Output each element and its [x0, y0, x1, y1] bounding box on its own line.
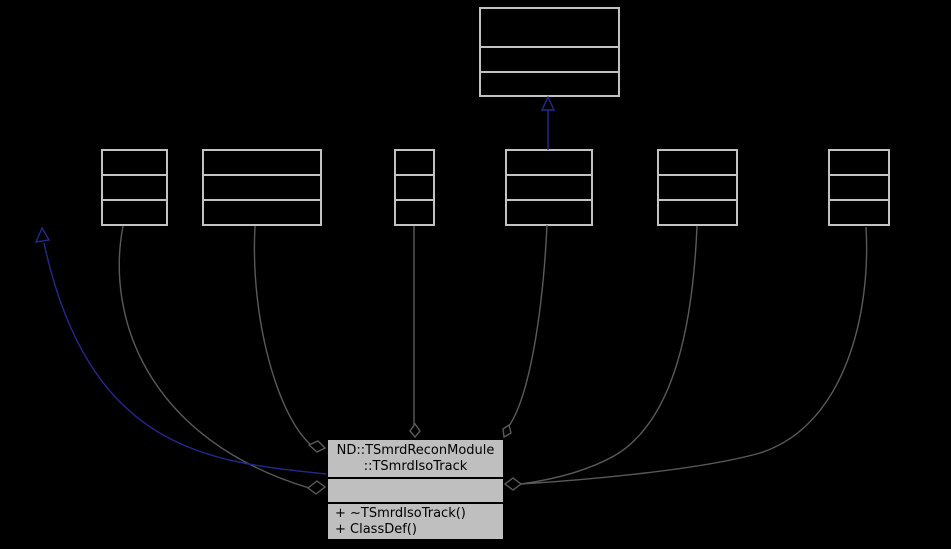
collab-node-2-name-compartment — [204, 151, 320, 174]
inheritance-arrowhead-base — [540, 95, 556, 111]
collab-node-6[interactable] — [828, 149, 890, 226]
aggregation-diamond-2 — [307, 440, 327, 453]
collab-node-6-name-compartment — [830, 151, 888, 174]
aggregation-edge-4 — [508, 224, 548, 427]
main-class-name-line1: ND::TSmrdReconModule — [336, 443, 495, 458]
main-class-attributes-compartment — [328, 477, 503, 502]
main-class-method-dtor: + ~TSmrdIsoTrack() — [335, 506, 466, 521]
collab-node-4-attributes-compartment — [507, 174, 591, 199]
collab-node-4-methods-compartment — [507, 199, 591, 224]
collab-node-3-methods-compartment — [396, 199, 433, 224]
collab-node-3-attributes-compartment — [396, 174, 433, 199]
aggregation-edge-1 — [118, 225, 310, 489]
aggregation-diamond-5 — [503, 477, 523, 491]
collab-node-5-name-compartment — [659, 151, 736, 174]
collab-node-5-attributes-compartment — [659, 174, 736, 199]
collab-node-6-methods-compartment — [830, 199, 888, 224]
collab-node-3-name-compartment — [396, 151, 433, 174]
collab-node-1-methods-compartment — [103, 199, 166, 224]
collab-node-4[interactable] — [505, 149, 593, 226]
aggregation-diamond-1 — [306, 480, 327, 495]
collab-node-2[interactable] — [202, 149, 322, 226]
collab-node-4-name-compartment — [507, 151, 591, 174]
aggregation-edge-5 — [520, 225, 698, 485]
inheritance-arrowhead-left — [34, 226, 51, 243]
collab-node-1-name-compartment — [103, 151, 166, 174]
collab-node-1[interactable] — [101, 149, 168, 226]
base-class-name-compartment — [481, 9, 618, 46]
base-class-attributes-compartment — [481, 46, 618, 71]
base-class-node[interactable] — [479, 7, 620, 97]
main-class-name-line2: ::TSmrdIsoTrack — [363, 459, 468, 474]
main-class-name-compartment: ND::TSmrdReconModule ::TSmrdIsoTrack — [328, 440, 503, 477]
collab-node-5[interactable] — [657, 149, 738, 226]
main-class-methods-compartment: + ~TSmrdIsoTrack() + ClassDef() — [328, 502, 503, 539]
main-class-method-classdef: + ClassDef() — [335, 522, 417, 537]
collab-node-3[interactable] — [394, 149, 435, 226]
collab-node-6-attributes-compartment — [830, 174, 888, 199]
aggregation-diamond-3 — [409, 422, 421, 439]
aggregation-diamond-4 — [502, 423, 512, 439]
aggregation-edge-6 — [520, 226, 868, 485]
collab-node-1-attributes-compartment — [103, 174, 166, 199]
aggregation-edge-2 — [253, 225, 311, 445]
collab-node-2-attributes-compartment — [204, 174, 320, 199]
inheritance-edge-left — [43, 242, 327, 475]
collab-node-2-methods-compartment — [204, 199, 320, 224]
base-class-methods-compartment — [481, 71, 618, 95]
main-class-node: ND::TSmrdReconModule ::TSmrdIsoTrack + ~… — [326, 438, 505, 541]
collab-node-5-methods-compartment — [659, 199, 736, 224]
